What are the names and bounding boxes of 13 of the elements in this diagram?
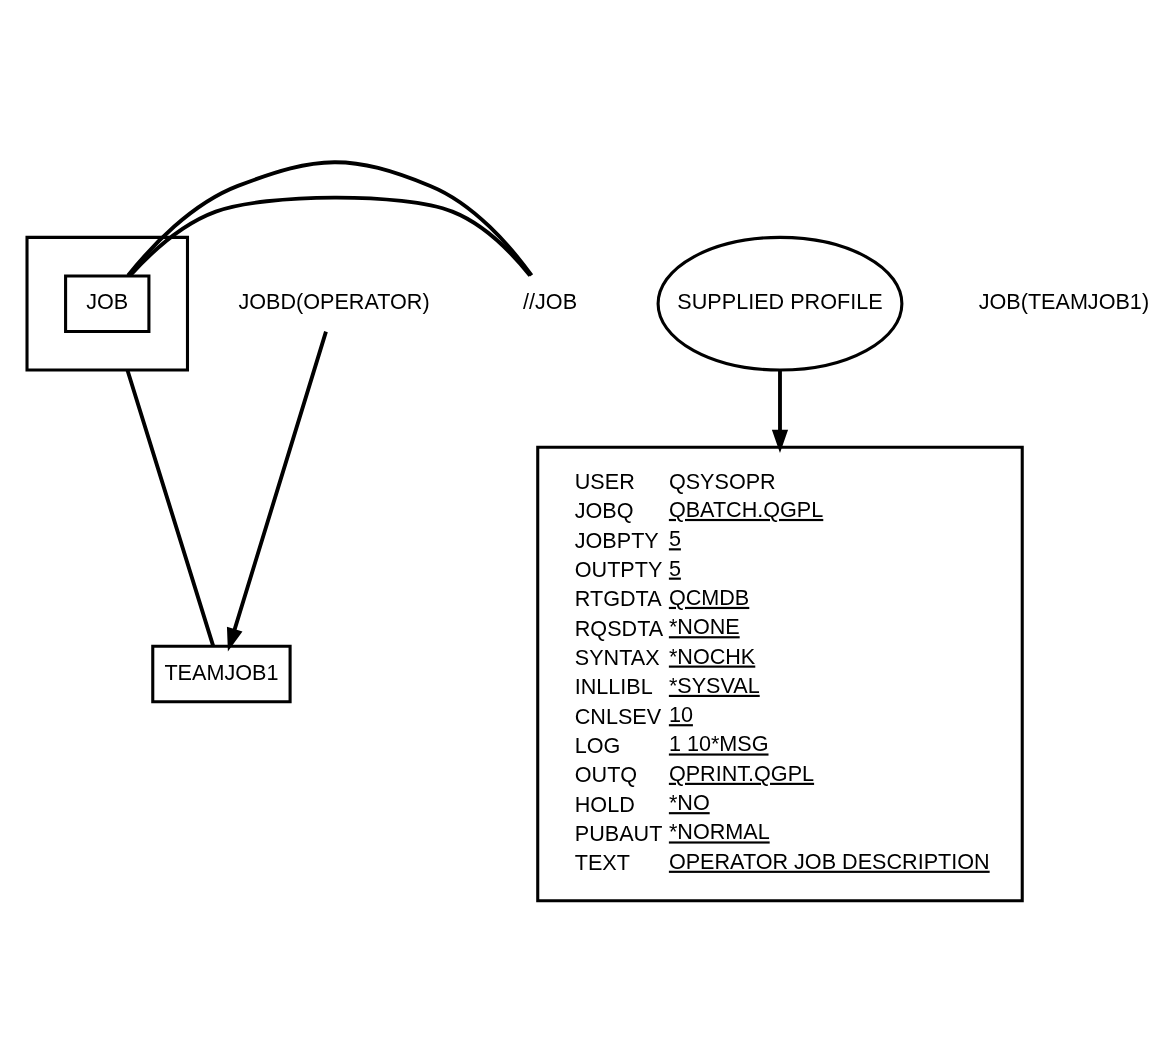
- connector: [125, 368, 215, 646]
- cluster: [25, 235, 190, 372]
- node-text: //JOB: [523, 288, 578, 314]
- connector: [128, 195, 532, 277]
- label: JOB(TEAMJOB1): [978, 288, 1150, 314]
- node-ellipse: SUPPLIED PROFILE: [656, 235, 904, 372]
- connector: [126, 159, 534, 277]
- node-box: TEAMJOB1: [151, 644, 292, 703]
- arrow: [226, 330, 328, 651]
- arrow: [771, 369, 789, 453]
- node-box: USER QSYSOPR JOBQ QBATCH.QGPL JOBPTY 5 OUTPTY 5 RTGDTA QCMDB RQSDTA *NONE SYNTAX *NOCHK INLLIBL *SYSVAL CNLSEV 10 LOG 1 10*MSG OUTQ QPRINT.QGPL HOLD *NO PUBAUT *NORMAL TEXT OPERATOR JOB DESCRIPTION: [536, 445, 1024, 902]
- node-text: JOBD(OPERATOR): [238, 288, 430, 314]
- node-box: JOB: [64, 273, 151, 333]
